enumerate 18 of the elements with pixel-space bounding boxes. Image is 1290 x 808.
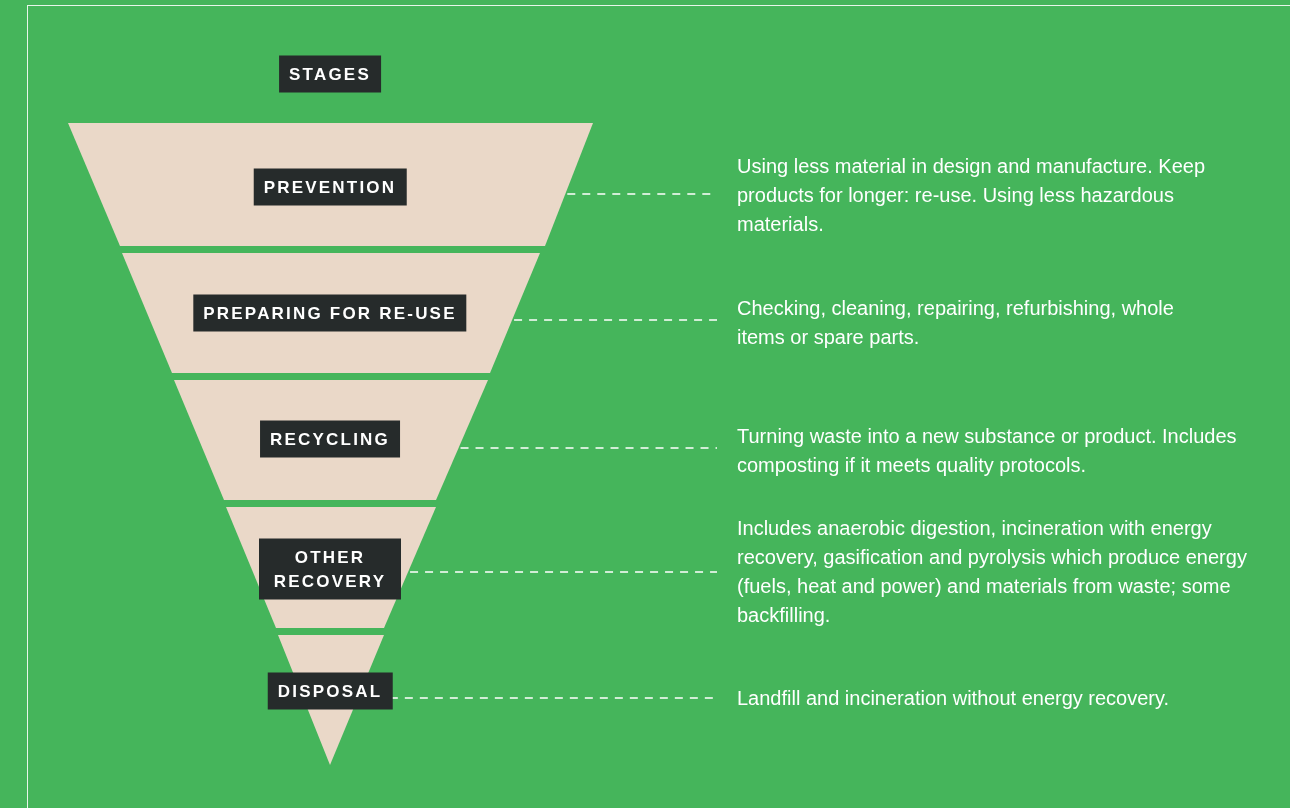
- description-text: Using less material in design and manufacture. Keep products for longer: re-use. Using less hazardous materials.: [737, 152, 1257, 239]
- leader-line: [459, 447, 718, 449]
- pyramid-band: [68, 123, 593, 246]
- stage-label: PREPARING FOR RE-USE: [193, 294, 467, 332]
- stage-label: PREVENTION: [253, 168, 407, 206]
- heading-label: STAGES: [279, 55, 381, 93]
- pyramid-band: [226, 507, 436, 628]
- stage-label: OTHER RECOVERY: [259, 538, 401, 600]
- leader-line: [409, 571, 718, 573]
- description-text: Includes anaerobic digestion, incineration with energy recovery, gasification and pyrolysis which produce energy (fuels, heat and power) and materials from waste; some backfilling.: [737, 514, 1247, 630]
- stage-label: DISPOSAL: [267, 672, 393, 710]
- description-text: Landfill and incineration without energy recovery.: [737, 684, 1277, 713]
- description-text: Turning waste into a new substance or product. Includes composting if it meets quality protocols.: [737, 422, 1277, 480]
- stage-label: RECYCLING: [260, 420, 400, 458]
- description-text: Checking, cleaning, repairing, refurbishing, whole items or spare parts.: [737, 294, 1217, 352]
- pyramid-band: [174, 380, 488, 500]
- leader-line: [513, 319, 718, 321]
- pyramid-band: [122, 253, 540, 373]
